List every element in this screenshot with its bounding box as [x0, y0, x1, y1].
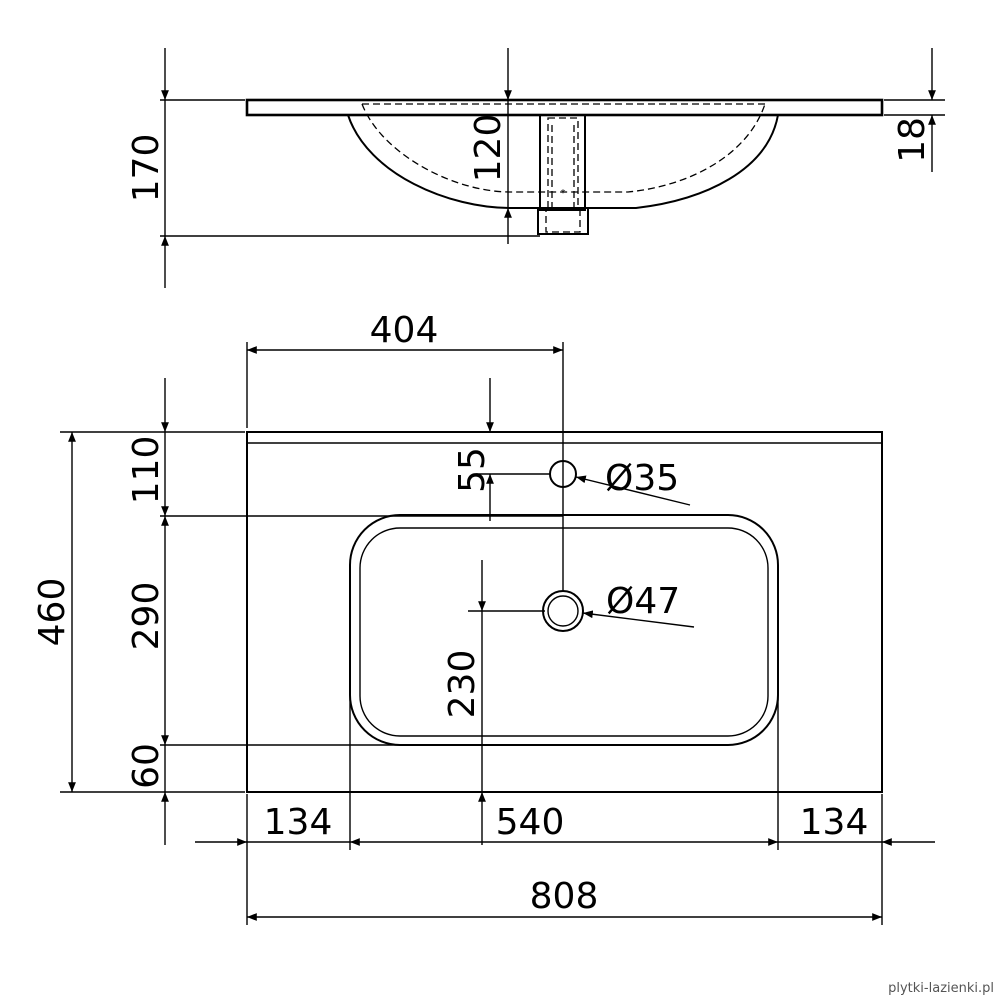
side-rim — [245, 98, 884, 117]
dim-bowl-length: 290 — [126, 582, 167, 651]
dim-total-depth: 460 — [32, 578, 73, 647]
svg-text:*: * — [561, 188, 566, 199]
side-view: * 170 120 18 — [126, 48, 945, 288]
basin-inner — [359, 527, 769, 737]
dim-bowl-width: 540 — [496, 802, 565, 843]
dim-drain-diameter: Ø47 — [606, 581, 680, 622]
dim-depth-total: 170 — [126, 134, 167, 203]
dim-back-margin: 110 — [126, 436, 167, 505]
dim-total-width: 808 — [530, 876, 599, 917]
dim-side-right: 134 — [800, 802, 869, 843]
side-drain-pipe: * — [537, 114, 589, 235]
drain-hole — [542, 590, 584, 632]
side-bowl-inner — [361, 103, 766, 193]
dim-drain-offset-y: 230 — [442, 650, 483, 719]
drain-hole-inner — [547, 595, 579, 627]
dim-bowl-depth: 120 — [468, 114, 509, 183]
top-view: 404 55 Ø35 Ø47 230 110 290 60 — [32, 310, 935, 925]
dim-tap-offset-y: 55 — [452, 447, 493, 493]
dim-side-left: 134 — [264, 802, 333, 843]
watermark: plytki-lazienki.pl — [888, 981, 994, 996]
dim-tap-hole-diameter: Ø35 — [605, 458, 679, 499]
top-outline — [246, 431, 883, 793]
dim-rim-thickness: 18 — [892, 117, 933, 163]
dim-tap-offset-x: 404 — [370, 310, 439, 351]
dim-front-margin: 60 — [126, 743, 167, 789]
